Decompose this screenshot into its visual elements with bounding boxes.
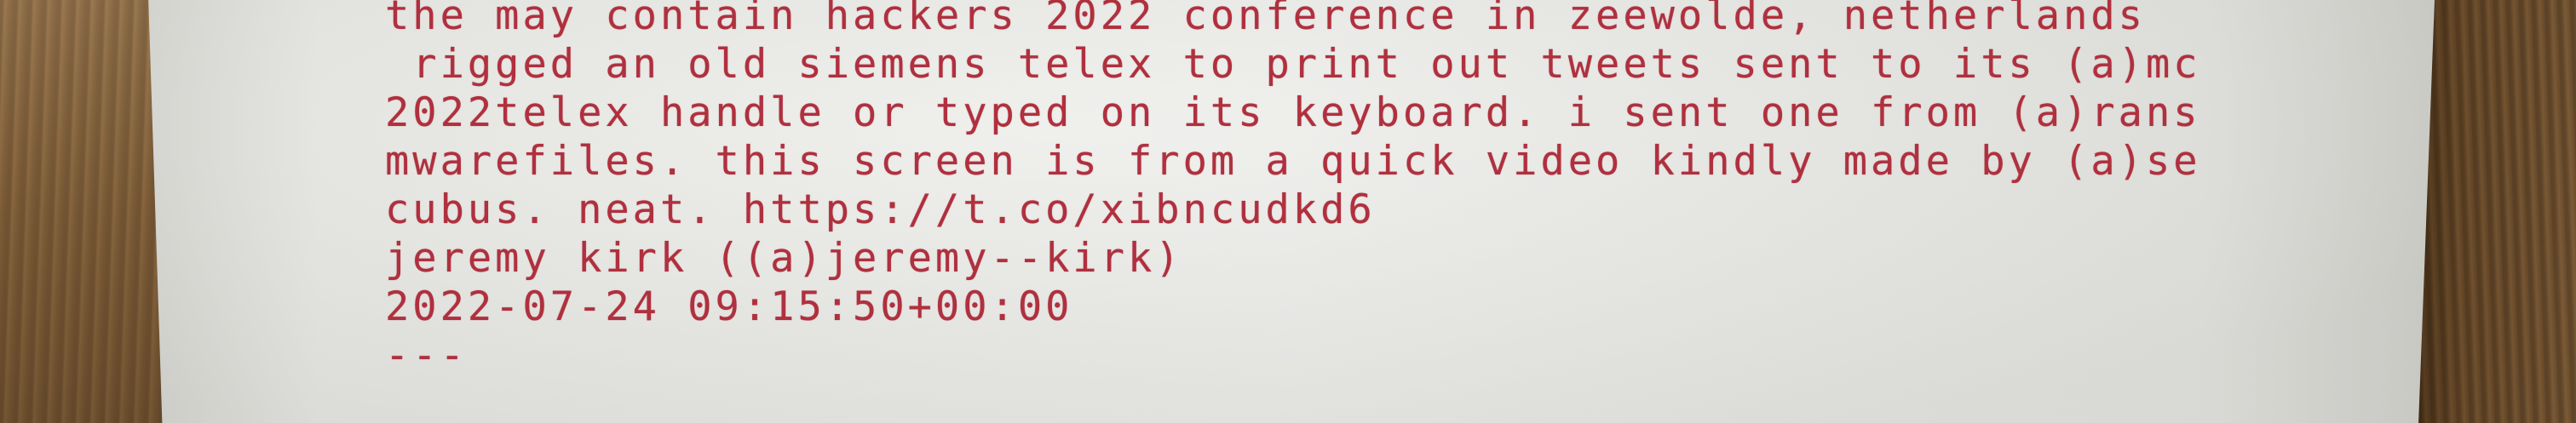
wooden-desk-edge xyxy=(2406,0,2576,423)
telex-printout-text: the may contain hackers 2022 conference … xyxy=(385,0,2201,380)
printout-author-line: jeremy kirk ((a)jeremy--kirk) xyxy=(385,235,1183,282)
printout-timestamp-line: 2022-07-24 09:15:50+00:00 xyxy=(385,283,1073,330)
printout-line-2: rigged an old siemens telex to print out… xyxy=(385,41,2201,88)
printout-separator-line: --- xyxy=(385,332,468,379)
telex-paper-sheet xyxy=(148,0,2435,423)
printout-line-5: cubus. neat. https://t.co/xibncudkd6 xyxy=(385,186,1376,233)
printout-line-1: the may contain hackers 2022 conference … xyxy=(385,0,2146,39)
printout-line-4: mwarefiles. this screen is from a quick … xyxy=(385,138,2201,185)
printout-line-3: 2022telex handle or typed on its keyboar… xyxy=(385,89,2201,136)
